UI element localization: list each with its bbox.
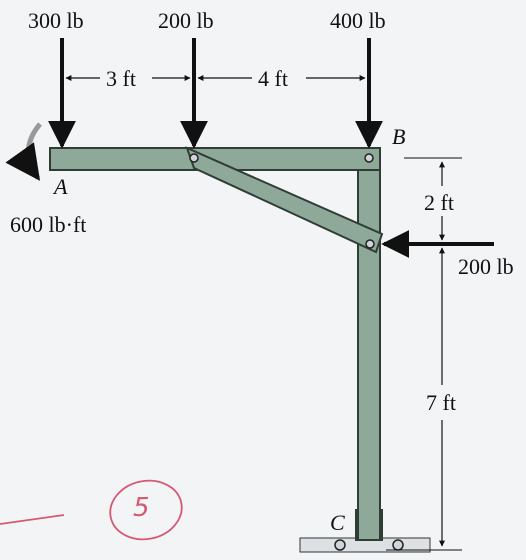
pin-brace-top [189, 153, 199, 163]
dim-label-3ft: 3 ft [106, 66, 136, 91]
annotation-stroke [0, 514, 65, 525]
load-label-200: 200 lb [158, 8, 214, 33]
point-label-b: B [392, 124, 406, 149]
column-bc [357, 147, 381, 541]
bolt-left [334, 539, 346, 551]
pin-brace-bottom [365, 239, 375, 249]
bolt-right [392, 539, 404, 551]
pin-b [364, 153, 374, 163]
load-label-400: 400 lb [330, 8, 386, 33]
dim-label-4ft: 4 ft [258, 66, 288, 91]
point-label-a: A [54, 174, 68, 199]
dim-label-7ft: 7 ft [426, 390, 456, 415]
horizontal-load-label: 200 lb [458, 254, 514, 279]
moment-arc [5, 122, 42, 181]
point-label-c: C [330, 510, 345, 535]
moment-label: 600 lb·ft [10, 212, 87, 237]
annotation-circle [109, 479, 183, 541]
annotation-number: 5 [133, 493, 150, 523]
dim-label-2ft: 2 ft [424, 190, 454, 215]
load-label-300: 300 lb [28, 8, 84, 33]
